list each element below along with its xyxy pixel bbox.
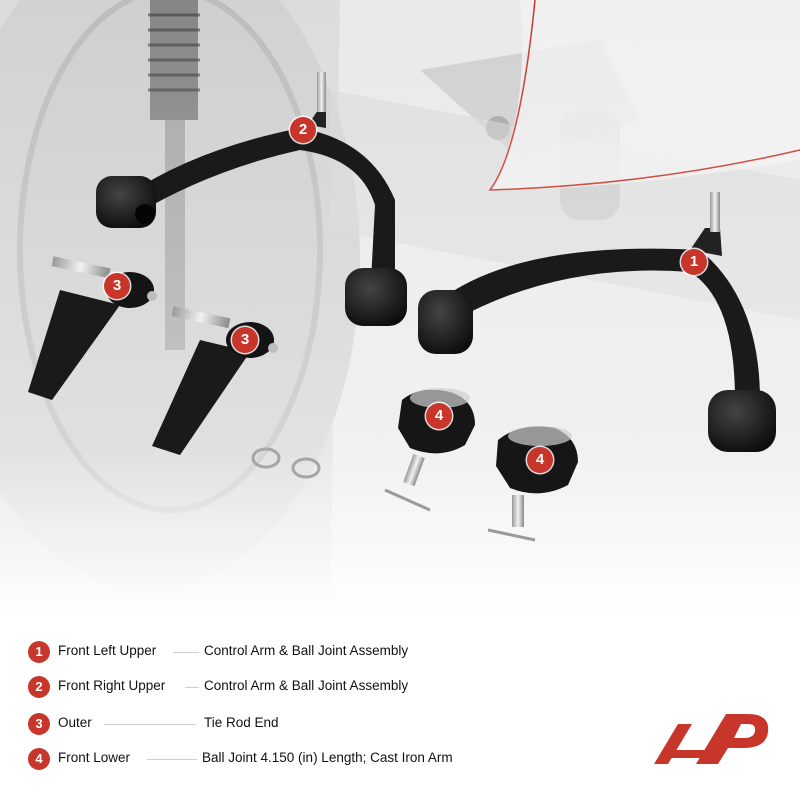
legend-part-description: Control Arm & Ball Joint Assembly bbox=[204, 678, 409, 693]
washers bbox=[251, 447, 321, 479]
legend-part-name: Outer bbox=[58, 715, 92, 730]
legend-number-badge: 4 bbox=[28, 748, 50, 770]
callout-badge: 3 bbox=[232, 327, 258, 353]
callout-badge: 1 bbox=[681, 249, 707, 275]
legend-part-description: Ball Joint 4.150 (in) Length; Cast Iron … bbox=[202, 750, 453, 765]
legend-part-description: Tie Rod End bbox=[204, 715, 279, 730]
legend-row: 4 Front Lower Ball Joint 4.150 (in) Leng… bbox=[28, 748, 548, 770]
upper-control-arm-left bbox=[418, 192, 776, 452]
upper-control-arm-right bbox=[96, 72, 407, 326]
legend-number-badge: 3 bbox=[28, 713, 50, 735]
brand-logo-icon bbox=[654, 714, 769, 764]
legend-leader-line bbox=[185, 687, 199, 688]
legend-leader-line bbox=[104, 724, 196, 725]
legend-row: 1 Front Left Upper Control Arm & Ball Jo… bbox=[28, 641, 548, 663]
legend-number-badge: 1 bbox=[28, 641, 50, 663]
legend-part-description: Control Arm & Ball Joint Assembly bbox=[204, 643, 409, 658]
callout-badge: 3 bbox=[104, 273, 130, 299]
legend-part-name: Front Left Upper bbox=[58, 643, 157, 658]
legend-part-name: Front Right Upper bbox=[58, 678, 166, 693]
callout-badge: 4 bbox=[527, 447, 553, 473]
legend-row: 2 Front Right Upper Control Arm & Ball J… bbox=[28, 676, 548, 698]
legend-row: 3 Outer Tie Rod End bbox=[28, 713, 548, 735]
callout-badge: 4 bbox=[426, 403, 452, 429]
legend-leader-line bbox=[173, 652, 199, 653]
callout-badge: 2 bbox=[290, 117, 316, 143]
product-scene bbox=[0, 0, 800, 620]
legend-number-badge: 2 bbox=[28, 676, 50, 698]
legend-part-name: Front Lower bbox=[58, 750, 131, 765]
legend-leader-line bbox=[147, 759, 197, 760]
